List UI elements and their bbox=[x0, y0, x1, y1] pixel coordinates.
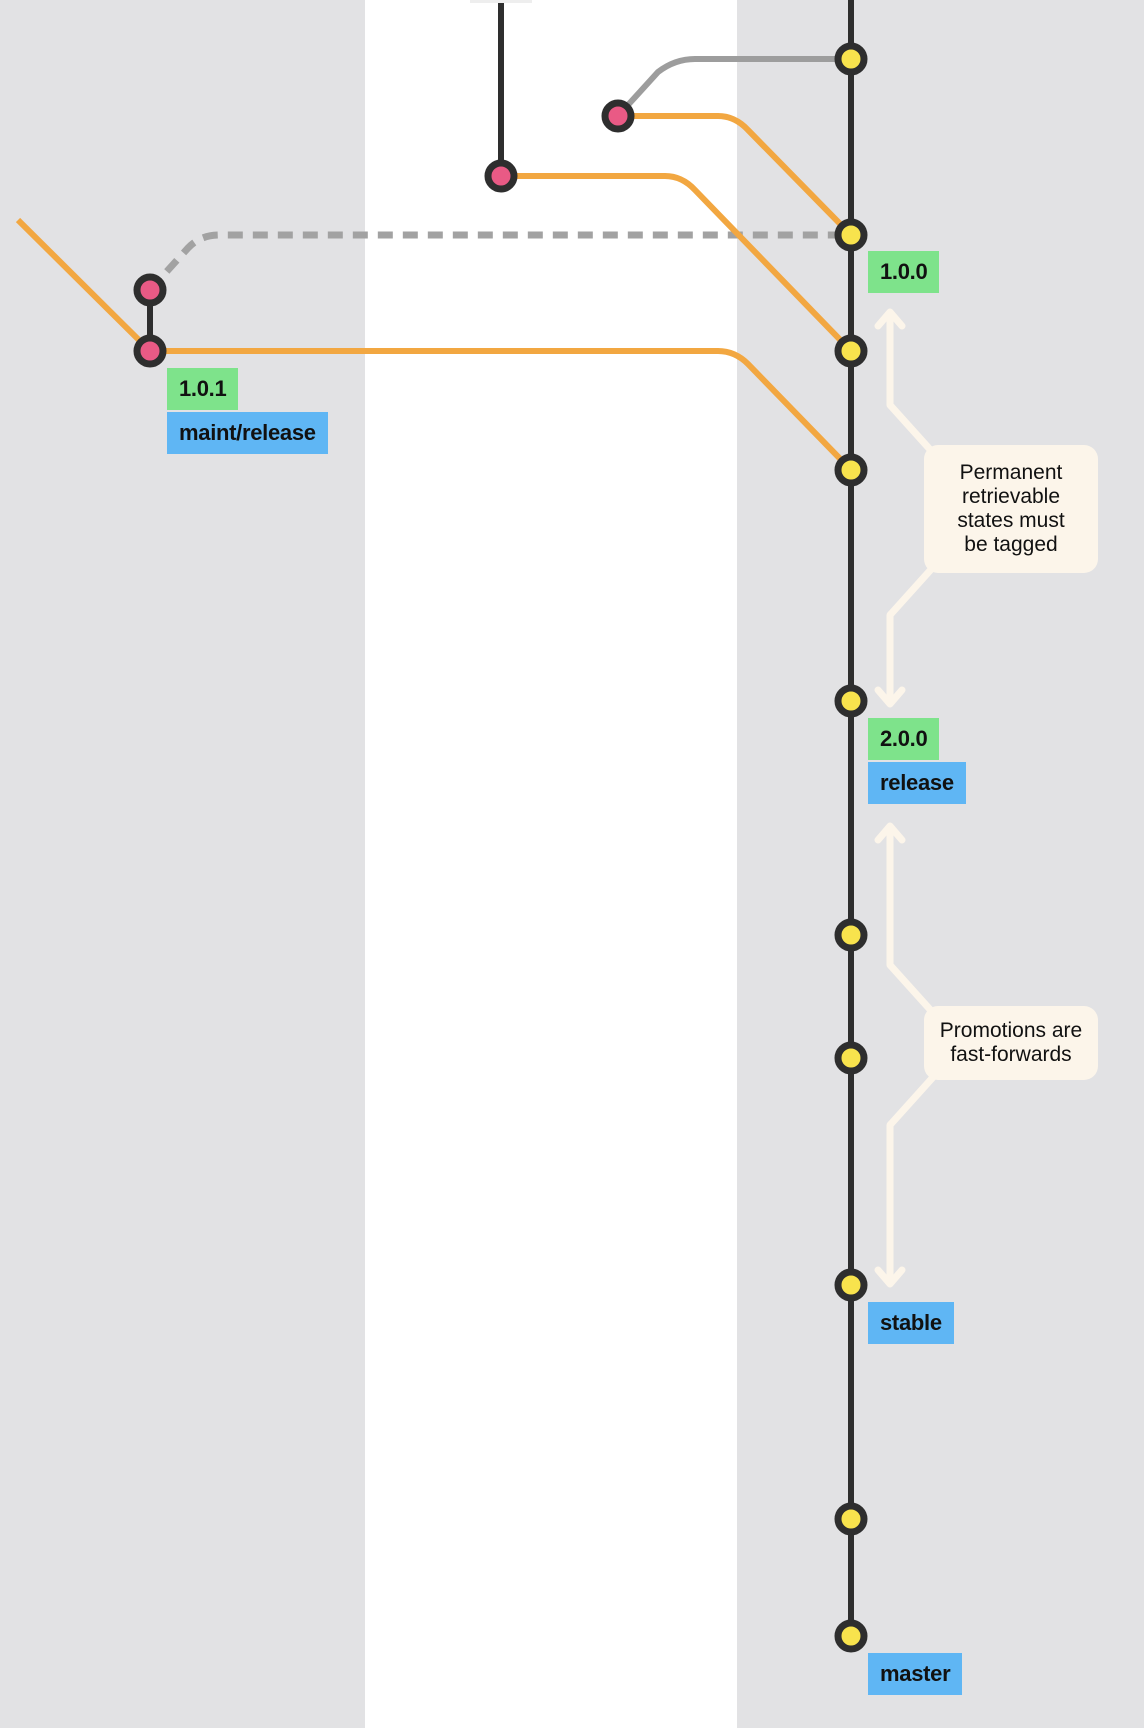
commit-main bbox=[834, 453, 868, 487]
branch-label-stable: stable bbox=[868, 1302, 954, 1344]
tag-label-1-0-0: 1.0.0 bbox=[868, 251, 940, 293]
lane-maintenance bbox=[0, 0, 365, 1728]
orange-incoming-line bbox=[15, 217, 153, 354]
lane-main bbox=[737, 0, 1144, 1728]
commit-main bbox=[834, 334, 868, 368]
tag-label-1-0-1: 1.0.1 bbox=[167, 368, 239, 410]
arrow-to-tag-200 bbox=[886, 561, 939, 704]
orange-merge-line-2 bbox=[501, 173, 854, 354]
tag-label-2-0-0: 2.0.0 bbox=[868, 718, 940, 760]
commit-main bbox=[834, 1619, 868, 1653]
commit-main bbox=[834, 918, 868, 952]
note-tagged-line-4: be tagged bbox=[964, 533, 1058, 556]
branch-label-master: master bbox=[868, 1653, 963, 1695]
branch-label-release: release bbox=[868, 762, 966, 804]
commit-side bbox=[133, 273, 167, 307]
note-fast-forwards: Promotions are fast-forwards bbox=[924, 1006, 1098, 1080]
commit-main bbox=[834, 218, 868, 252]
commit-side bbox=[133, 334, 167, 368]
orange-merge-line-1 bbox=[618, 113, 854, 238]
commit-main bbox=[834, 1502, 868, 1536]
commit-main bbox=[834, 1268, 868, 1302]
orange-merge-line-3 bbox=[150, 348, 854, 473]
arrow-to-stable bbox=[886, 1071, 939, 1284]
arrow-head-up-2 bbox=[874, 822, 906, 844]
note-ff-line-1: Promotions are bbox=[939, 1019, 1083, 1042]
branch-label-maint-release: maint/release bbox=[167, 412, 328, 454]
lane-feature bbox=[365, 0, 737, 1728]
arrow-head-down-1 bbox=[874, 686, 906, 708]
arrow-head-up-1 bbox=[874, 308, 906, 330]
note-ff-line-2: fast-forwards bbox=[950, 1043, 1072, 1066]
commit-main bbox=[834, 1041, 868, 1075]
commit-main bbox=[834, 684, 868, 718]
commit-main bbox=[834, 42, 868, 76]
commit-side bbox=[484, 159, 518, 193]
arrow-to-release bbox=[886, 826, 939, 1019]
note-tagged-line-2: retrievable bbox=[961, 485, 1061, 508]
note-tagged-line-1: Permanent bbox=[959, 461, 1063, 484]
note-tagged-states: Permanent retrievable states must be tag… bbox=[924, 445, 1098, 573]
dashed-cherry-pick-line bbox=[147, 231, 851, 293]
arrow-to-tag-100 bbox=[886, 311, 939, 459]
arrow-head-down-2 bbox=[874, 1266, 906, 1288]
note-tagged-line-3: states must bbox=[957, 509, 1065, 532]
commit-side bbox=[601, 99, 635, 133]
feature-trunk-cap bbox=[470, 0, 532, 3]
gray-branch-line bbox=[615, 56, 851, 119]
